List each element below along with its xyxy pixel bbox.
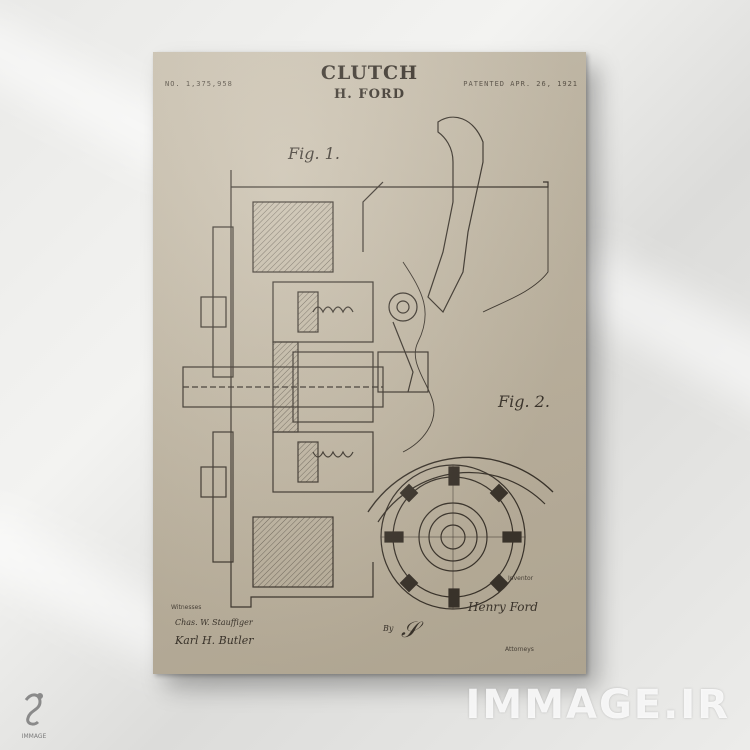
patent-number: NO. 1,375,958	[165, 80, 233, 88]
light-band	[558, 243, 750, 427]
witness-1-signature: Chas. W. Stauffiger	[175, 618, 253, 627]
fig-1-label: Fig. 1.	[288, 144, 340, 163]
fig-2-label: Fig. 2.	[498, 392, 550, 411]
immage-logo-icon	[24, 693, 43, 726]
watermark-text: IMMAGE.IR	[465, 682, 730, 728]
inventor-label: Inventor	[508, 575, 534, 582]
inventor-signature: Henry Ford	[468, 600, 538, 614]
patent-date: PATENTED APR. 26, 1921	[463, 80, 578, 88]
attorney-signature: 𝒮	[401, 618, 419, 643]
patent-inventor: H. FORD	[334, 87, 405, 102]
witnesses-label: Witnesses	[171, 604, 202, 611]
witness-2-signature: Karl H. Butler	[175, 634, 254, 647]
patent-title: CLUTCH	[320, 62, 419, 84]
attorneys-label: Attorneys	[505, 646, 534, 653]
patent-canvas: NO. 1,375,958 PATENTED APR. 26, 1921 CLU…	[153, 52, 586, 674]
clutch-drawing	[182, 116, 554, 610]
logo-caption: IMMAGE	[21, 733, 47, 740]
by-label: By	[383, 624, 394, 633]
